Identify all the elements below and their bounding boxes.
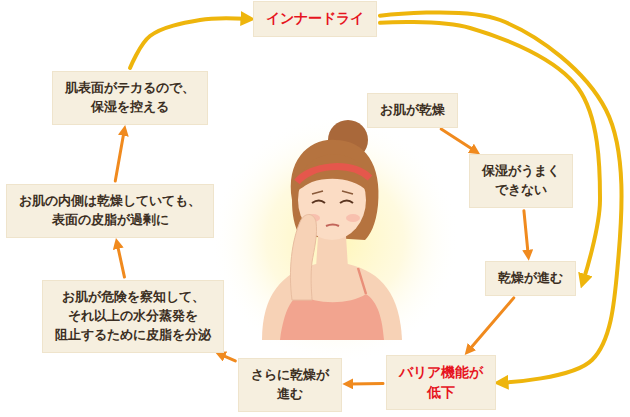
cycle-arrow bbox=[115, 133, 124, 182]
step-text: 保湿がうまく できない bbox=[480, 162, 562, 200]
step-box: 肌表面がテカるので、 保湿を控える bbox=[53, 72, 207, 124]
step-box: 乾燥が進む bbox=[486, 262, 575, 295]
step-text: お肌が危険を察知して、 それ以上の水分蒸発を 阻止するために皮脂を分泌 bbox=[53, 288, 213, 345]
cycle-arrow bbox=[118, 245, 125, 277]
step-text: お肌の内側は乾燥していても、 表面の皮脂が過剰に bbox=[17, 192, 203, 230]
woman-figure bbox=[262, 120, 402, 340]
step-text: インナードライ bbox=[264, 9, 366, 29]
cycle-arrow bbox=[470, 298, 514, 349]
step-box: お肌が乾燥 bbox=[368, 94, 457, 127]
cycle-arrow bbox=[350, 382, 383, 385]
cycle-arrow bbox=[524, 211, 528, 253]
step-text: お肌が乾燥 bbox=[378, 101, 447, 120]
step-box: バリア機能が 低下 bbox=[387, 356, 495, 409]
step-text: 乾燥が進む bbox=[496, 269, 565, 288]
step-text: さらに乾燥が 進む bbox=[249, 366, 331, 404]
cycle-arrow bbox=[130, 18, 245, 68]
step-box: さらに乾燥が 進む bbox=[239, 359, 341, 411]
step-text: 肌表面がテカるので、 保湿を控える bbox=[63, 79, 197, 117]
step-box: インナードライ bbox=[254, 2, 376, 36]
cycle-arrow bbox=[380, 12, 622, 382]
glow bbox=[210, 115, 460, 365]
step-box: 保湿がうまく できない bbox=[470, 155, 572, 207]
step-box: お肌が危険を察知して、 それ以上の水分蒸発を 阻止するために皮脂を分泌 bbox=[43, 281, 223, 352]
cycle-arrow bbox=[222, 355, 235, 361]
step-box: お肌の内側は乾燥していても、 表面の皮脂が過剰に bbox=[7, 185, 213, 237]
cycle-arrow bbox=[441, 129, 473, 150]
step-text: バリア機能が 低下 bbox=[397, 363, 485, 402]
